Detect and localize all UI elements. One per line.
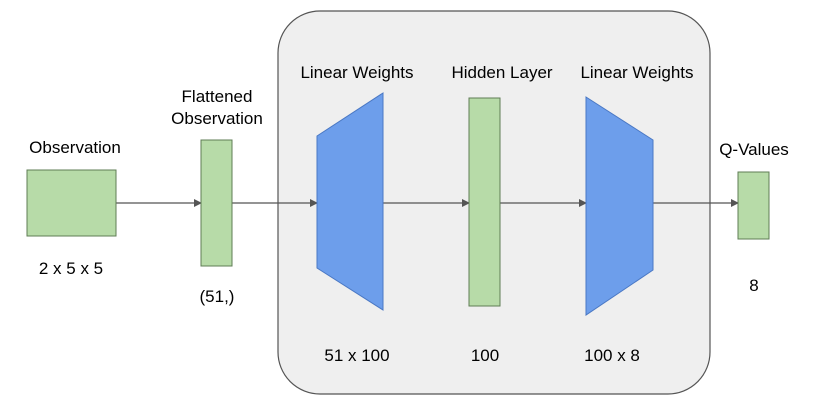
q-values-title: Q-Values — [719, 140, 789, 159]
flattened-observation-block — [200, 139, 233, 267]
linear-weights-1-shape-label: 51 x 100 — [324, 346, 389, 365]
hidden-layer-shape-label: 100 — [471, 346, 499, 365]
flattened-title-line1: Flattened — [182, 87, 253, 106]
flattened-title-line2: Observation — [171, 109, 263, 128]
observation-shape-label: 2 x 5 x 5 — [39, 259, 103, 278]
linear-weights-2-shape-label: 100 x 8 — [584, 346, 640, 365]
q-values-block — [737, 171, 770, 240]
linear-weights-1-trapezoid — [316, 92, 384, 311]
observation-title: Observation — [29, 138, 121, 157]
flattened-shape-label: (51,) — [200, 287, 235, 306]
linear-weights-2-trapezoid — [585, 96, 654, 316]
observation-block — [26, 169, 117, 237]
hidden-layer-block — [468, 97, 501, 307]
linear-weights-2-title: Linear Weights — [580, 63, 693, 82]
q-values-shape-label: 8 — [749, 276, 758, 295]
hidden-layer-title: Hidden Layer — [451, 63, 552, 82]
linear-weights-1-title: Linear Weights — [300, 63, 413, 82]
